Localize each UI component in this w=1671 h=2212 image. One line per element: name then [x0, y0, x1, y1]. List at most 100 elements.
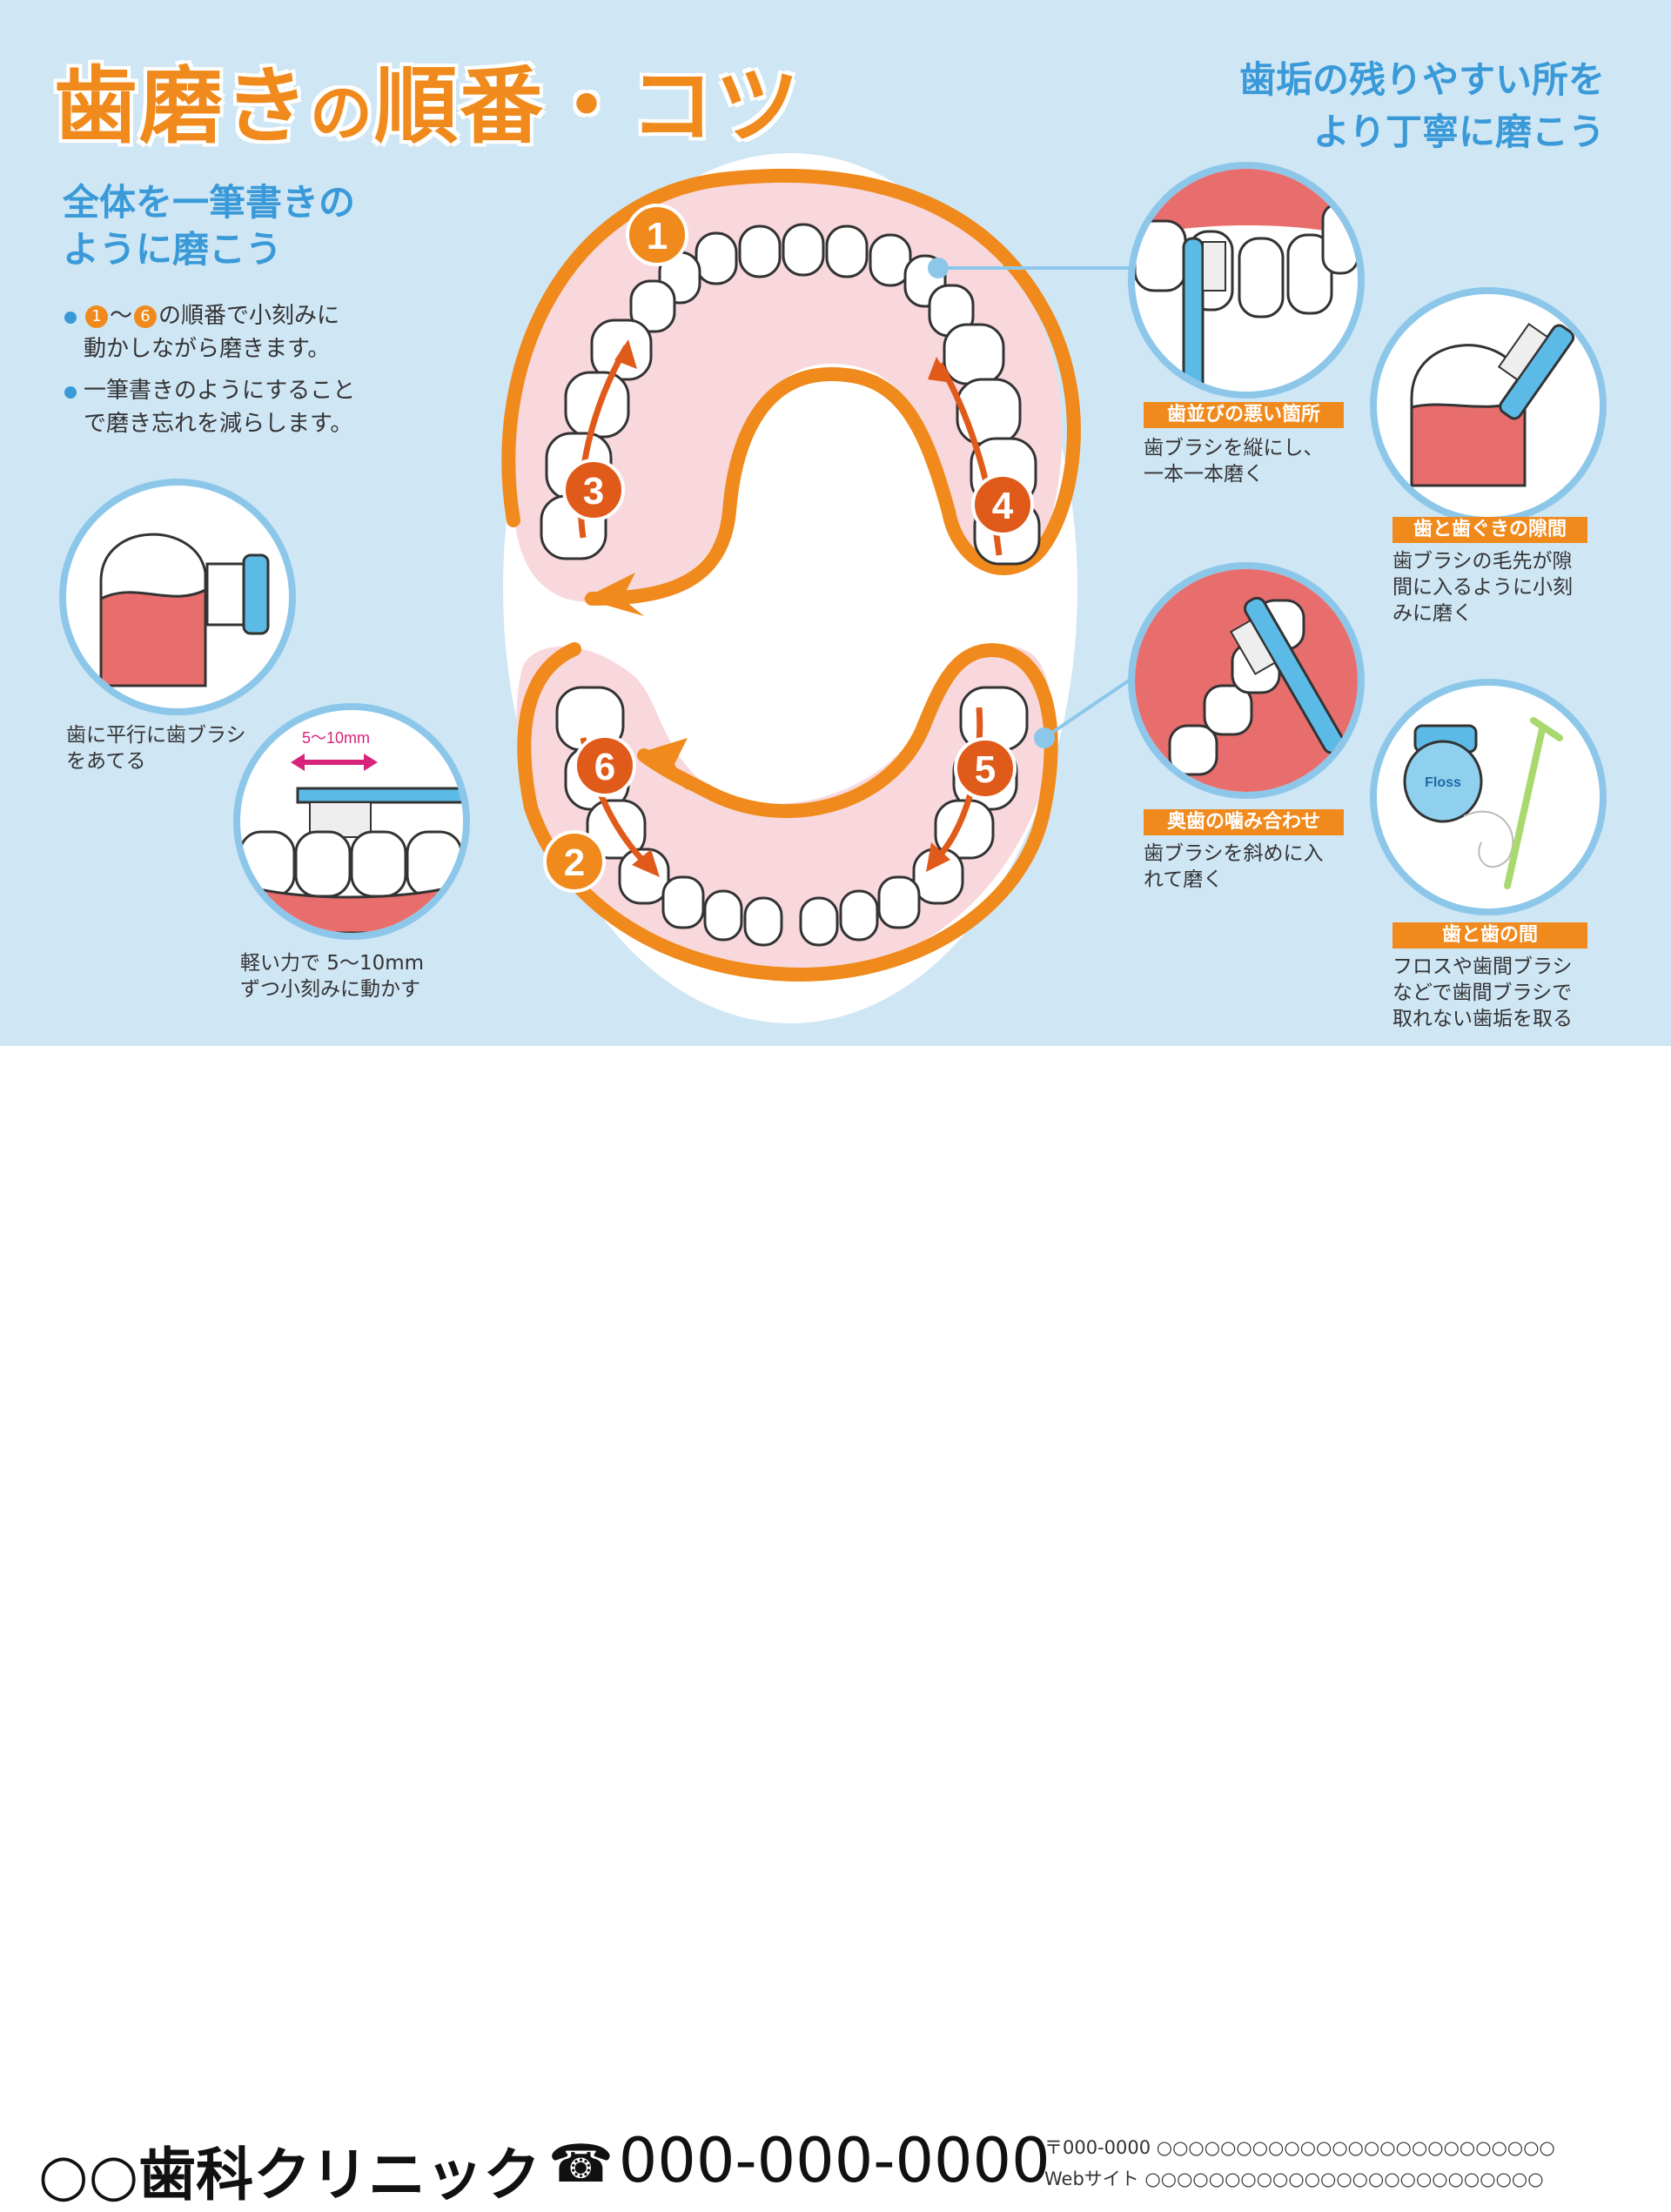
floss-pick-head — [1530, 717, 1563, 741]
connector-lines — [928, 258, 1133, 748]
caption-line: 取れない歯垢を取る — [1392, 1008, 1573, 1030]
measure-label: 5〜10mm — [302, 729, 370, 747]
left-heading-line2: ように磨こう — [63, 228, 283, 271]
parallel-brush-illustration — [99, 533, 270, 687]
brush-bristles — [1202, 241, 1226, 292]
floss-pick-icon — [1504, 726, 1546, 889]
step-badge-end: 6 — [134, 305, 158, 328]
tooth — [839, 889, 879, 942]
gum-illustration — [1410, 396, 1527, 487]
postal-address: 〒000-0000 ○○○○○○○○○○○○○○○○○○○○○○○○○ — [1044, 2137, 1555, 2158]
tooth — [629, 279, 676, 333]
brush-bristles — [1229, 619, 1277, 675]
left-heading: 全体を一筆書きの ように磨こう — [63, 179, 355, 273]
title-part2: の — [308, 76, 375, 151]
footer: ○○歯科クリニック ☎000-000-0000 〒000-0000 ○○○○○○… — [0, 1046, 1671, 2209]
brushing-path-upper — [501, 168, 1081, 606]
caption-gumline: 歯ブラシの毛先が隙 間に入るように小刻 みに磨く — [1392, 548, 1573, 627]
angled-brush — [1497, 322, 1575, 420]
tilde: 〜 — [110, 303, 133, 329]
tooth — [1168, 724, 1218, 776]
page-title: 歯磨きの順番・コツ — [53, 38, 802, 159]
phone-number[interactable]: ☎000-000-0000 — [548, 2125, 1050, 2196]
tip1-line2: をあてる — [66, 750, 146, 773]
left-heading-line1: 全体を一筆書きの — [63, 181, 356, 224]
tooth — [825, 225, 869, 278]
connector-dot — [928, 258, 949, 278]
instruction-text: で磨き忘れを減らします。 — [84, 411, 353, 437]
tooth-diagram: 1 2 3 4 5 6 — [501, 153, 1081, 1023]
tooth — [782, 223, 825, 277]
caption-line: 歯ブラシの毛先が隙 — [1392, 550, 1573, 573]
caption-line: 一本一本磨く — [1144, 463, 1264, 486]
badge-2-label: 2 — [564, 841, 585, 884]
caption-line: れて磨く — [1144, 868, 1224, 891]
floss-icon — [1403, 740, 1483, 823]
problem-circle-gumline — [1370, 287, 1607, 524]
caption-molar: 歯ブラシを斜めに入 れて磨く — [1144, 841, 1324, 893]
website-link[interactable]: Webサイト ○○○○○○○○○○○○○○○○○○○○○○○○○ — [1044, 2168, 1544, 2189]
title-part3: 順番・コツ — [373, 57, 802, 157]
floss-label: Floss — [1425, 775, 1461, 790]
badge-3 — [562, 459, 625, 521]
tooth — [1135, 219, 1187, 292]
toothbrush-icon — [296, 787, 463, 804]
step-badges: 1 2 3 4 5 6 — [543, 204, 1034, 893]
problem-circle-molar — [1128, 562, 1365, 799]
caption-line: などで歯間ブラシで — [1392, 982, 1573, 1004]
badge-1-label: 1 — [647, 215, 668, 258]
arrow-head — [928, 357, 952, 383]
tag-between-teeth: 歯と歯の間 — [1392, 922, 1587, 948]
connector-dot — [1034, 727, 1055, 748]
badge-5 — [954, 737, 1017, 800]
tooth-row — [240, 830, 463, 898]
arrow-head-upper — [583, 573, 644, 616]
gum-illustration — [1135, 169, 1358, 238]
tooth — [703, 889, 743, 942]
tooth — [661, 875, 705, 929]
badge-6 — [574, 734, 636, 797]
toothbrush-icon — [242, 553, 270, 635]
connector-line — [1043, 677, 1133, 740]
title-part1: 歯磨き — [53, 57, 310, 157]
tooth — [1203, 684, 1253, 736]
tooth — [1238, 237, 1285, 318]
tooth — [350, 830, 407, 898]
brush-bristles — [1497, 322, 1549, 381]
tip2-caption: 軽い力で 5〜10mm ずつ小刻みに動かす — [240, 950, 424, 1002]
badge-3-label: 3 — [583, 470, 604, 513]
instruction-item-one-stroke: 一筆書きのようにすること で磨き忘れを減らします。 — [61, 374, 409, 440]
phone-icon: ☎ — [548, 2134, 614, 2195]
gumline-illustration — [1410, 322, 1575, 487]
tip1-line1: 歯に平行に歯ブラシ — [66, 724, 246, 747]
tip-circle-parallel — [59, 479, 296, 715]
instruction-text: 一筆書きのようにすること — [84, 378, 356, 404]
badge-6-label: 6 — [594, 746, 615, 788]
floss-string — [1463, 810, 1514, 868]
tag-uneven-teeth: 歯並びの悪い箇所 — [1144, 402, 1344, 428]
tip2-line1: 軽い力で 5〜10mm — [240, 952, 425, 975]
toothbrush-icon — [1182, 237, 1205, 392]
right-heading: 歯垢の残りやすい所を より丁寧に磨こう — [1239, 54, 1605, 158]
floss-illustration: Floss — [1403, 717, 1563, 889]
problem-circle-floss: Floss — [1370, 679, 1607, 915]
tooth — [799, 896, 839, 947]
step-badge-start: 1 — [85, 305, 108, 328]
tooth — [294, 830, 352, 898]
side-arrow-heads — [614, 339, 952, 877]
problem-circle-uneven — [1128, 162, 1365, 399]
arrow-head — [926, 842, 950, 872]
tooth — [738, 225, 782, 278]
arrow-head — [614, 339, 637, 369]
badge-5-label: 5 — [975, 748, 996, 791]
tooth — [618, 848, 670, 905]
clinic-name: ○○歯科クリニック — [38, 2142, 541, 2209]
molar-illustration — [1135, 569, 1358, 792]
caption-line: フロスや歯間ブラシ — [1392, 955, 1573, 978]
small-strokes-illustration: 5〜10mm — [240, 729, 463, 933]
phone-digits: 000-000-0000 — [618, 2125, 1050, 2196]
caption-line: みに磨く — [1392, 602, 1473, 625]
caption-line: 歯ブラシを斜めに入 — [1144, 842, 1324, 865]
